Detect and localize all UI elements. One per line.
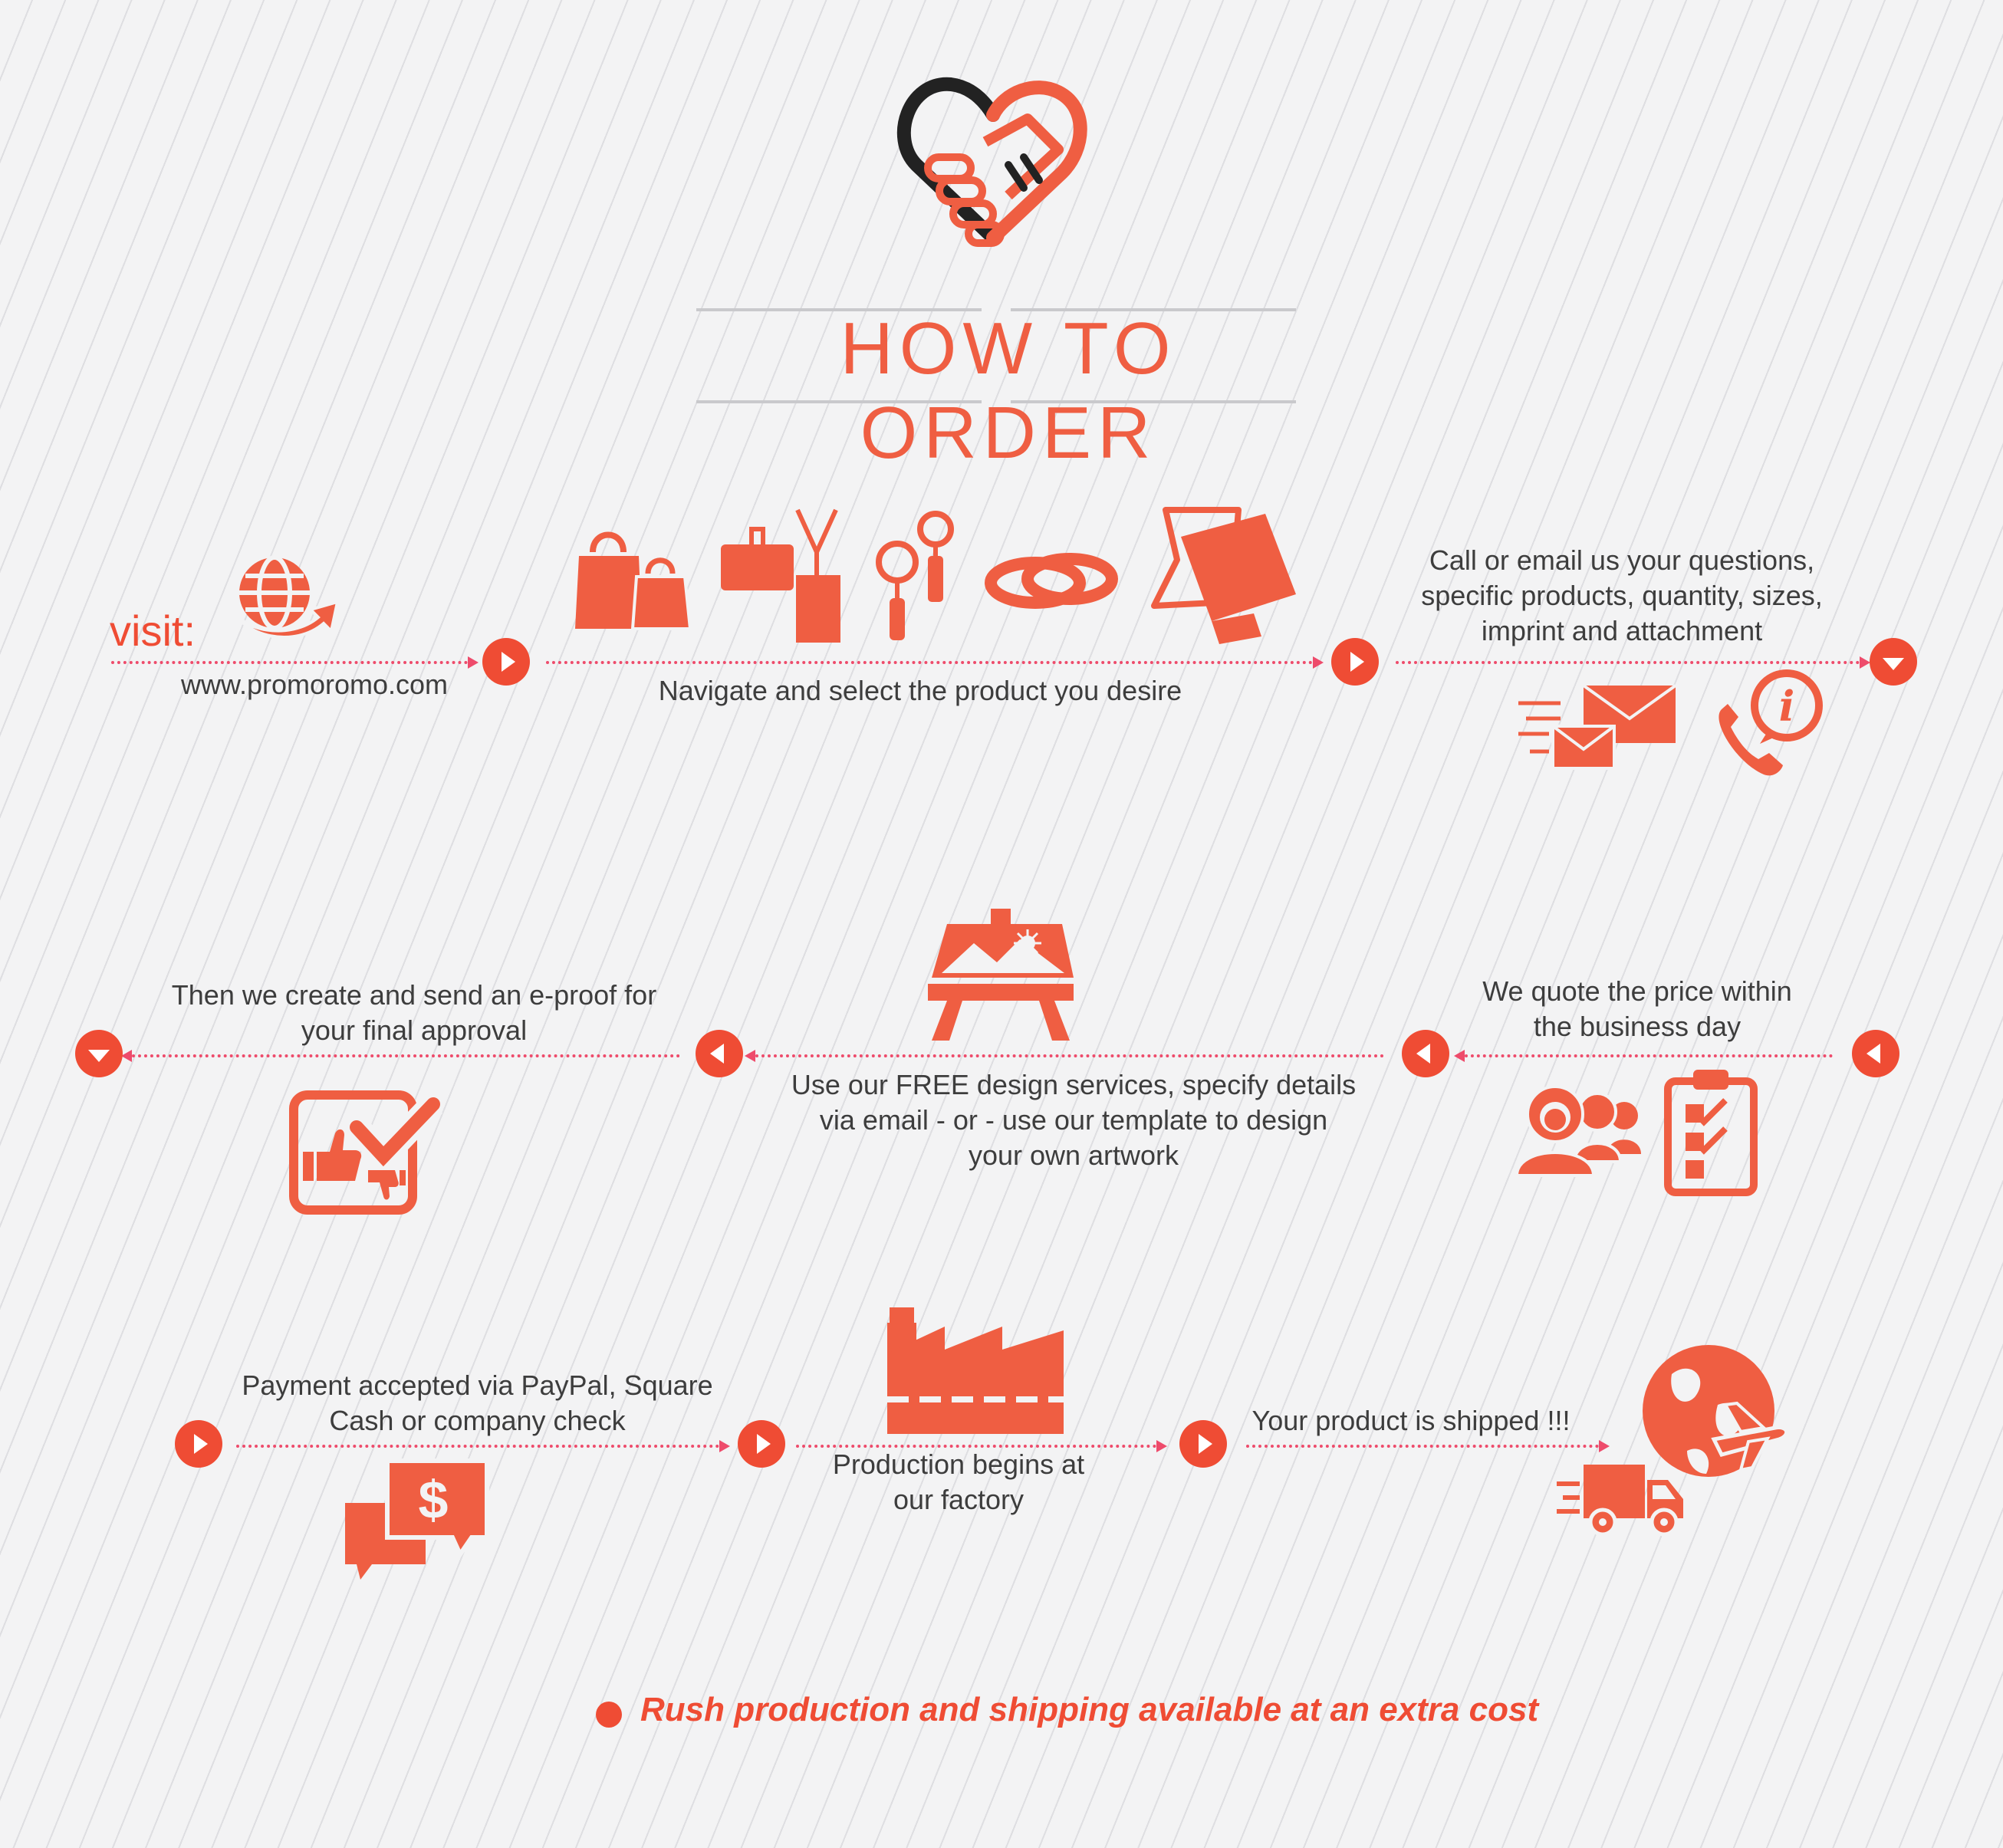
- wristband-icon: [985, 553, 1118, 609]
- contact-step-text: Call or email us your questions, specifi…: [1373, 543, 1871, 649]
- step-arrow-9[interactable]: [738, 1420, 785, 1468]
- step-arrow-4[interactable]: [1852, 1030, 1899, 1077]
- payment-chat-icon: $: [345, 1458, 489, 1580]
- note-bullet: [596, 1702, 622, 1728]
- design-line-3: your own artwork: [968, 1139, 1179, 1171]
- badge-lanyard-icon: [721, 508, 840, 643]
- contact-line-1: Call or email us your questions,: [1429, 544, 1815, 576]
- flow-line-4: [1454, 1050, 1833, 1062]
- globe-arrow-icon: [229, 555, 340, 639]
- flow-line-5: [745, 1050, 1384, 1062]
- step-arrow-2[interactable]: [1331, 638, 1379, 686]
- step-arrow-10[interactable]: [1179, 1420, 1227, 1468]
- proof-step-text: Then we create and send an e-proof for y…: [138, 978, 690, 1048]
- production-line-1: Production begins at: [832, 1448, 1085, 1480]
- factory-icon: [887, 1307, 1064, 1434]
- design-step-text: Use our FREE design services, specify de…: [736, 1067, 1411, 1173]
- email-icon: [1518, 684, 1677, 770]
- contact-line-2: specific products, quantity, sizes,: [1421, 580, 1823, 611]
- flow-line-9: [1246, 1440, 1610, 1452]
- step-arrow-1[interactable]: [482, 638, 530, 686]
- contact-line-3: imprint and attachment: [1481, 615, 1763, 646]
- delivery-truck-icon: [1557, 1465, 1683, 1537]
- step-arrow-8[interactable]: [175, 1420, 222, 1468]
- proof-line-2: your final approval: [301, 1014, 528, 1046]
- design-line-1: Use our FREE design services, specify de…: [791, 1069, 1357, 1100]
- website-link[interactable]: www.promoromo.com: [180, 669, 449, 700]
- quote-line-2: the business day: [1533, 1011, 1742, 1042]
- handshake-heart-icon: [896, 77, 1087, 247]
- visit-label: visit:: [110, 607, 196, 655]
- phone-info-icon: i: [1719, 669, 1823, 776]
- step-arrow-3[interactable]: [1870, 638, 1917, 686]
- production-line-2: our factory: [893, 1484, 1025, 1515]
- design-line-2: via email - or - use our template to des…: [819, 1104, 1328, 1136]
- flow-line-3: [1396, 656, 1870, 669]
- title-rule-top-right: [1011, 308, 1296, 311]
- sticky-notes-icon: [1151, 507, 1296, 644]
- rush-note: Rush production and shipping available a…: [640, 1691, 1539, 1728]
- shopping-bags-icon: [575, 531, 692, 630]
- globe-plane-icon: [1643, 1345, 1788, 1477]
- payment-line-1: Payment accepted via PayPal, Square: [242, 1370, 713, 1401]
- title-rule-bottom-right: [1011, 400, 1296, 403]
- step-arrow-7[interactable]: [75, 1030, 123, 1077]
- shipped-step-text: Your product is shipped !!!: [1251, 1405, 1570, 1436]
- title-rule-bottom-left: [696, 400, 982, 403]
- payment-step-text: Payment accepted via PayPal, Square Cash…: [219, 1368, 736, 1439]
- flow-line-6: [121, 1050, 680, 1062]
- flow-line-7: [236, 1440, 730, 1452]
- flow-line-2: [546, 656, 1324, 669]
- approval-check-icon: [289, 1090, 443, 1215]
- quote-step-text: We quote the price within the business d…: [1434, 974, 1840, 1044]
- svg-text:i: i: [1779, 682, 1795, 731]
- support-team-icon: [1515, 1085, 1641, 1177]
- step-arrow-5[interactable]: [1402, 1030, 1449, 1077]
- flow-line-8: [796, 1440, 1167, 1452]
- badge-reel-icon: [876, 511, 954, 640]
- checklist-clipboard-icon: [1664, 1070, 1758, 1196]
- title-rule-top-left: [696, 308, 982, 311]
- proof-line-1: Then we create and send an e-proof for: [171, 979, 657, 1011]
- page-title: HOW TO ORDER: [840, 307, 1177, 474]
- production-step-text: Production begins at our factory: [790, 1447, 1127, 1518]
- quote-line-1: We quote the price within: [1482, 975, 1792, 1007]
- payment-line-2: Cash or company check: [329, 1405, 626, 1436]
- svg-text:$: $: [419, 1470, 449, 1530]
- flow-line-1: [111, 656, 479, 669]
- navigate-step-text: Navigate and select the product you desi…: [658, 675, 1182, 706]
- step-arrow-6[interactable]: [696, 1030, 743, 1077]
- easel-artwork-icon: [928, 909, 1074, 1041]
